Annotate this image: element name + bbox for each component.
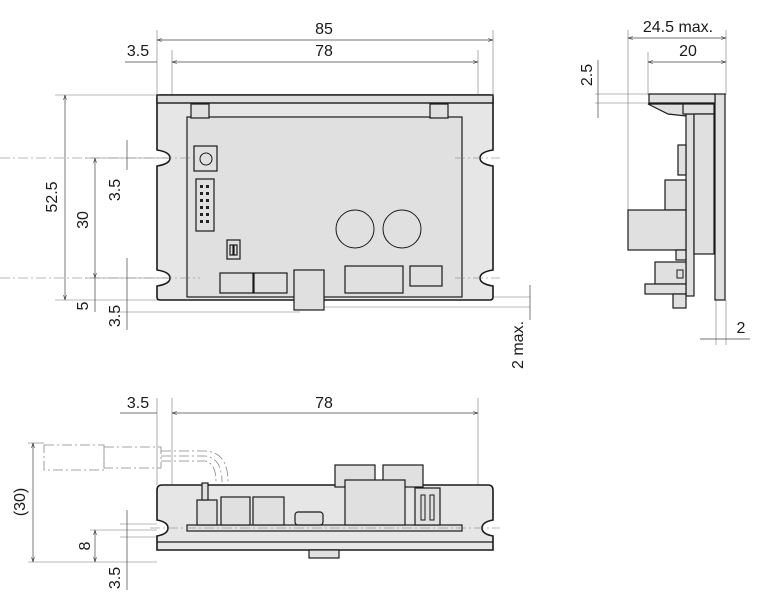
connector-pin — [206, 192, 209, 195]
dim-flange-offset: 2.5 — [579, 64, 596, 86]
dim-width-overall: 85 — [315, 21, 333, 38]
dim-front-width-mounting: 78 — [315, 395, 333, 412]
dim-width-mounting: 78 — [315, 43, 333, 60]
front-tab — [308, 549, 340, 559]
top-view: 85 78 3.5 52.5 30 3.5 5 3.5 2 max. — [0, 21, 531, 369]
connector-pin — [200, 185, 203, 188]
front-view: 3.5 78 (30) 8 3.5 — [12, 395, 500, 590]
cable-phantom — [43, 444, 229, 483]
connector-pins — [200, 185, 209, 223]
connector-pin — [206, 213, 209, 216]
dim-slot-offset-top: 3.5 — [107, 179, 124, 201]
dim-depth-body: 20 — [679, 43, 697, 60]
connector-pin — [200, 213, 203, 216]
dim-cable-height: (30) — [12, 488, 29, 516]
connector-pin — [206, 185, 209, 188]
side-connector — [654, 261, 687, 285]
dim-slot-offset-bottom: 3.5 — [107, 305, 124, 327]
front-cable-outlet — [294, 511, 324, 526]
connector-pin — [200, 206, 203, 209]
dim-depth-overall: 24.5 max. — [643, 19, 713, 36]
front-connector-a — [220, 496, 251, 526]
connector-pin — [206, 199, 209, 202]
dim-plate-thickness: 2 — [737, 320, 746, 337]
dim-height-overall: 52.5 — [44, 181, 61, 212]
connector-pin — [200, 220, 203, 223]
side-base-plate — [714, 93, 726, 301]
dim-slot-offset: 3.5 — [107, 567, 124, 589]
potentiometer-knob-icon — [199, 152, 213, 166]
dim-slot-height: 8 — [77, 541, 94, 550]
connector-pin — [206, 206, 209, 209]
signal-connector — [195, 178, 215, 232]
dim-height-mounting: 30 — [75, 211, 92, 229]
clip-left — [190, 103, 210, 119]
side-pcb — [685, 113, 695, 297]
clip-right — [429, 103, 449, 119]
dim-bottom-margin: 5 — [75, 301, 92, 310]
cable-outlet — [293, 269, 325, 311]
side-cable-outlet — [627, 209, 687, 251]
connector-pin — [200, 192, 203, 195]
power-connector — [409, 265, 443, 287]
dim-front-offset-left: 3.5 — [127, 395, 149, 412]
front-power-connector — [414, 487, 441, 526]
connector-pin — [200, 199, 203, 202]
capacitor-b — [382, 209, 422, 249]
front-connector-b — [252, 496, 285, 526]
potentiometer — [193, 145, 218, 172]
front-capacitor-block — [344, 479, 406, 526]
connector-3pin-b — [253, 272, 288, 294]
connector-3pin-a — [219, 272, 254, 294]
connector-pin — [206, 220, 209, 223]
dim-offset-left: 3.5 — [127, 43, 149, 60]
top-flange — [156, 94, 494, 104]
side-view: 24.5 max. 20 2.5 2 — [579, 19, 750, 345]
connector-5pin — [344, 265, 404, 294]
dim-protrusion: 2 max. — [510, 321, 527, 369]
capacitor-a — [335, 209, 375, 249]
